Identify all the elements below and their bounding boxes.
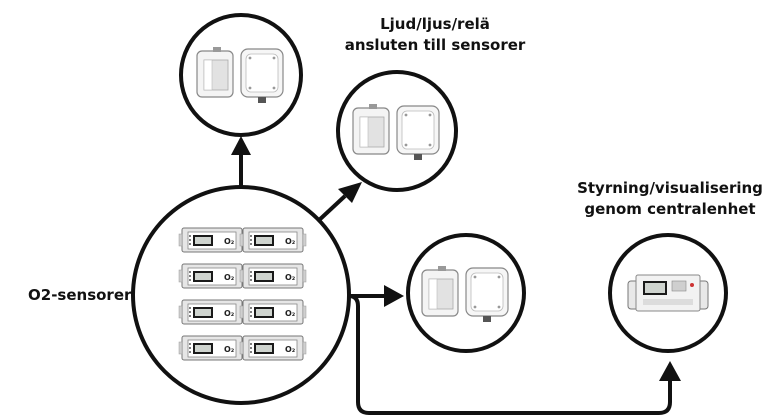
o2-sensor-icon [178,335,246,361]
central-unit-label-line1: Styrning/visualisering [577,179,763,197]
alarm-devices-label-line2: ansluten till sensorer [344,36,526,54]
connector-to-central-unit [348,294,681,415]
alarm-device-circle-top [179,13,303,137]
o2-sensor-icon [239,227,307,253]
o2-sensor-icon [178,263,246,289]
alarm-device-circle-middle [336,70,458,192]
o2-sensor-icon [178,299,246,325]
sensor-group-circle [131,185,351,405]
sensors-label: O2-sensorer [28,286,132,304]
o2-sensor-icon [239,263,307,289]
o2-sensor-icon [239,335,307,361]
alarm-devices-label: Ljud/ljus/relä ansluten till sensorer [330,14,540,56]
central-unit-label: Styrning/visualisering genom centralenhe… [572,178,766,220]
central-unit-icon [627,274,709,312]
o2-sensor-icon [239,299,307,325]
central-unit-circle [608,233,728,353]
central-unit-label-line2: genom centralenhet [584,200,756,218]
alarm-device-circle-right [406,233,526,353]
connector-diagonal [315,182,362,224]
o2-sensor-icon [178,227,246,253]
connector-up [231,136,251,191]
alarm-devices-label-line1: Ljud/ljus/relä [380,15,490,33]
